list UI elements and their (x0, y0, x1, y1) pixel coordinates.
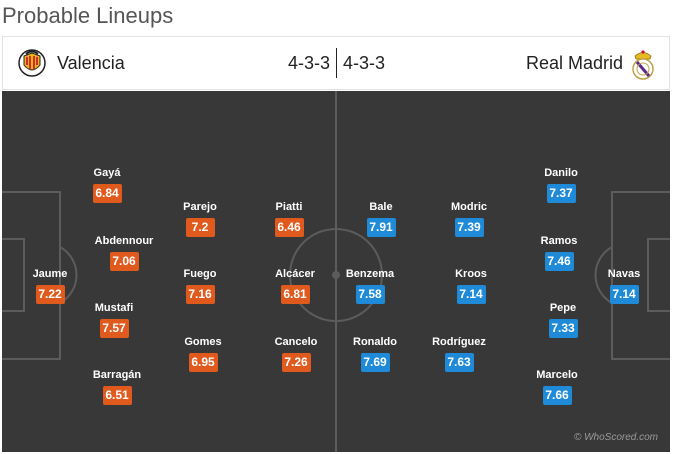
player-barragan[interactable]: Barragán 6.51 (72, 369, 162, 405)
player-name: Jaume (32, 268, 68, 280)
player-rating: 7.37 (546, 184, 576, 203)
player-name: Parejo (183, 201, 217, 213)
player-name: Marcelo (536, 369, 578, 381)
player-rating: 7.14 (609, 285, 639, 304)
real-madrid-crest-icon (632, 50, 654, 80)
player-name: Navas (607, 268, 641, 280)
player-rating: 6.81 (280, 285, 310, 304)
pitch-lines (2, 91, 670, 452)
player-rating: 7.22 (35, 285, 65, 304)
player-parejo[interactable]: Parejo 7.2 (155, 201, 245, 237)
player-name: Barragán (92, 369, 142, 381)
player-name: Ronaldo (353, 336, 397, 348)
player-ronaldo[interactable]: Ronaldo 7.69 (330, 336, 420, 372)
player-gomes[interactable]: Gomes 6.95 (158, 336, 248, 372)
player-bale[interactable]: Bale 7.91 (336, 201, 426, 237)
page-title: Probable Lineups (2, 3, 174, 28)
player-rating: 6.51 (102, 386, 132, 405)
player-rating: 7.58 (355, 285, 385, 304)
player-name: Piatti (275, 201, 303, 213)
valencia-crest-icon (18, 49, 46, 77)
player-ramos[interactable]: Ramos 7.46 (514, 235, 604, 271)
player-name: Fuego (183, 268, 217, 280)
home-formation: 4-3-3 (288, 53, 331, 73)
player-name: Cancelo (274, 336, 318, 348)
match-header: Valencia 4-3-3 4-3-3 Real Madrid (2, 36, 670, 90)
player-rating: 7.46 (544, 252, 574, 271)
player-rating: 7.26 (281, 353, 311, 372)
watermark: © WhoScored.com (573, 432, 658, 443)
player-name: Kroos (455, 268, 487, 280)
player-cancelo[interactable]: Cancelo 7.26 (251, 336, 341, 372)
player-name: Abdennour (94, 235, 154, 247)
player-name: Mustafi (94, 302, 134, 314)
player-rating: 7.57 (99, 319, 129, 338)
player-marcelo[interactable]: Marcelo 7.66 (512, 369, 602, 405)
pitch: Jaume 7.22 Gayá 6.84 Abdennour 7.06 Must… (2, 91, 670, 452)
player-danilo[interactable]: Danilo 7.37 (516, 167, 606, 203)
player-navas[interactable]: Navas 7.14 (579, 268, 669, 304)
player-name: Ramos (540, 235, 578, 247)
player-name: Benzema (345, 268, 395, 280)
player-abdennour[interactable]: Abdennour 7.06 (79, 235, 169, 271)
player-rating: 7.2 (185, 218, 215, 237)
player-name: Alcácer (275, 268, 315, 280)
player-mustafi[interactable]: Mustafi 7.57 (69, 302, 159, 338)
player-name: Gomes (184, 336, 222, 348)
player-fuego[interactable]: Fuego 7.16 (155, 268, 245, 304)
player-rating: 7.39 (454, 218, 484, 237)
player-rating: 6.95 (188, 353, 218, 372)
player-rating: 7.69 (360, 353, 390, 372)
player-name: Rodríguez (432, 336, 486, 348)
player-rating: 7.33 (548, 319, 578, 338)
player-rating: 6.84 (92, 184, 122, 203)
player-rating: 7.66 (542, 386, 572, 405)
player-name: Pepe (549, 302, 577, 314)
away-team-name: Real Madrid (525, 53, 623, 73)
player-name: Danilo (544, 167, 578, 179)
player-rating: 7.16 (185, 285, 215, 304)
player-benzema[interactable]: Benzema 7.58 (325, 268, 415, 304)
player-rating: 7.91 (366, 218, 396, 237)
player-rating: 6.46 (274, 218, 304, 237)
player-name: Gayá (93, 167, 121, 179)
home-team-name: Valencia (57, 53, 125, 73)
player-pepe[interactable]: Pepe 7.33 (518, 302, 608, 338)
player-piatti[interactable]: Piatti 6.46 (244, 201, 334, 237)
player-rating: 7.63 (444, 353, 474, 372)
player-alcacer[interactable]: Alcácer 6.81 (250, 268, 340, 304)
player-gaya[interactable]: Gayá 6.84 (62, 167, 152, 203)
player-rating: 7.14 (456, 285, 486, 304)
player-name: Modric (450, 201, 488, 213)
player-modric[interactable]: Modric 7.39 (424, 201, 514, 237)
player-name: Bale (369, 201, 393, 213)
player-jaume[interactable]: Jaume 7.22 (5, 268, 95, 304)
player-rating: 7.06 (109, 252, 139, 271)
player-kroos[interactable]: Kroos 7.14 (426, 268, 516, 304)
player-rodriguez[interactable]: Rodríguez 7.63 (414, 336, 504, 372)
formation-divider (336, 48, 337, 78)
away-formation: 4-3-3 (343, 53, 386, 73)
